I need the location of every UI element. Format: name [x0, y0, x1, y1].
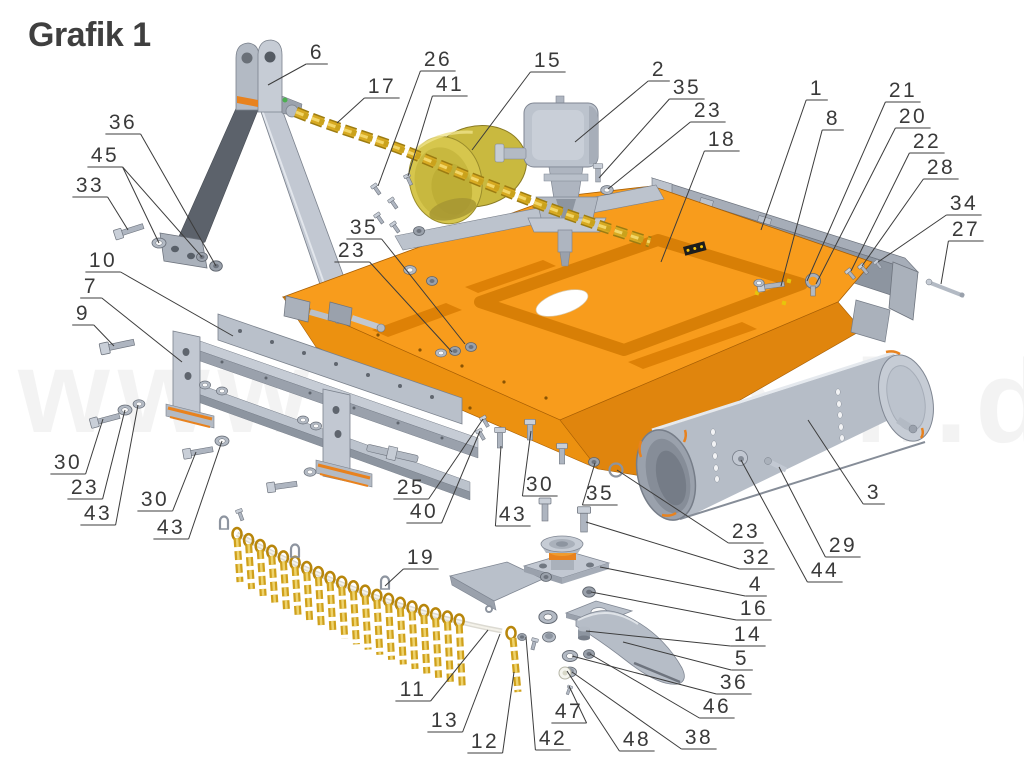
svg-text:36: 36: [109, 111, 137, 134]
svg-text:47: 47: [555, 700, 583, 723]
blade: [575, 610, 685, 685]
svg-text:20: 20: [899, 105, 927, 128]
svg-text:8: 8: [826, 107, 840, 130]
svg-text:35: 35: [673, 76, 701, 99]
svg-text:40: 40: [410, 500, 438, 523]
svg-text:9: 9: [76, 302, 90, 325]
svg-text:36: 36: [720, 671, 748, 694]
svg-text:15: 15: [534, 49, 562, 72]
svg-text:23: 23: [71, 476, 99, 499]
svg-text:7: 7: [84, 275, 98, 298]
end-chain: [505, 625, 522, 693]
svg-text:3: 3: [867, 481, 881, 504]
svg-text:41: 41: [436, 73, 464, 96]
svg-text:30: 30: [526, 473, 554, 496]
svg-text:19: 19: [407, 546, 435, 569]
mast-plate-right: [257, 39, 283, 113]
svg-text:22: 22: [913, 130, 941, 153]
svg-text:28: 28: [927, 156, 955, 179]
svg-text:46: 46: [703, 695, 731, 718]
long-stud: [366, 444, 419, 463]
svg-text:48: 48: [623, 728, 651, 751]
svg-text:13: 13: [431, 709, 459, 732]
svg-text:18: 18: [708, 128, 736, 151]
front-guard-assembly: [165, 313, 479, 501]
svg-text:30: 30: [141, 488, 169, 511]
page-title: Grafik 1: [28, 16, 151, 54]
svg-text:43: 43: [499, 503, 527, 526]
backing-plate: [217, 313, 463, 425]
svg-text:23: 23: [732, 520, 760, 543]
svg-text:30: 30: [54, 451, 82, 474]
svg-text:25: 25: [397, 476, 425, 499]
mower-deck: [281, 184, 873, 477]
svg-text:14: 14: [734, 623, 762, 646]
svg-text:17: 17: [368, 75, 396, 98]
spindle-assembly: [448, 535, 685, 685]
spindle-hole: [535, 289, 589, 317]
svg-text:44: 44: [811, 559, 839, 582]
svg-text:16: 16: [740, 597, 768, 620]
paint-chips: [638, 350, 925, 517]
gearbox: [494, 95, 607, 267]
green-marker: [282, 97, 288, 103]
svg-text:23: 23: [338, 239, 366, 262]
deck-corner-bracket: [283, 295, 311, 323]
lower-hitch-plate: [159, 232, 208, 269]
svg-text:33: 33: [76, 174, 104, 197]
svg-text:35: 35: [350, 216, 378, 239]
svg-text:23: 23: [694, 99, 722, 122]
svg-text:10: 10: [89, 249, 117, 272]
fasteners: [88, 163, 965, 696]
svg-text:43: 43: [157, 516, 185, 539]
svg-text:38: 38: [685, 726, 713, 749]
svg-text:21: 21: [889, 79, 917, 102]
svg-text:29: 29: [829, 534, 857, 557]
svg-text:32: 32: [743, 546, 771, 569]
svg-text:45: 45: [91, 144, 119, 167]
svg-text:27: 27: [952, 218, 980, 241]
svg-text:43: 43: [84, 502, 112, 525]
chain-curtain: [231, 526, 522, 693]
svg-text:1: 1: [810, 77, 824, 100]
rear-roller: [635, 299, 934, 521]
a-frame-leg-rear: [171, 103, 259, 253]
linch-pin: [925, 278, 965, 298]
svg-text:4: 4: [749, 573, 763, 596]
svg-text:34: 34: [950, 192, 978, 215]
svg-text:11: 11: [400, 678, 427, 701]
svg-text:5: 5: [735, 647, 749, 670]
svg-text:26: 26: [424, 48, 452, 71]
svg-text:6: 6: [310, 41, 324, 64]
deck-logo: [683, 241, 707, 256]
pto-chain: [293, 106, 652, 248]
svg-text:35: 35: [586, 482, 614, 505]
svg-text:12: 12: [471, 730, 499, 753]
svg-text:2: 2: [652, 58, 666, 81]
svg-text:42: 42: [539, 727, 567, 750]
